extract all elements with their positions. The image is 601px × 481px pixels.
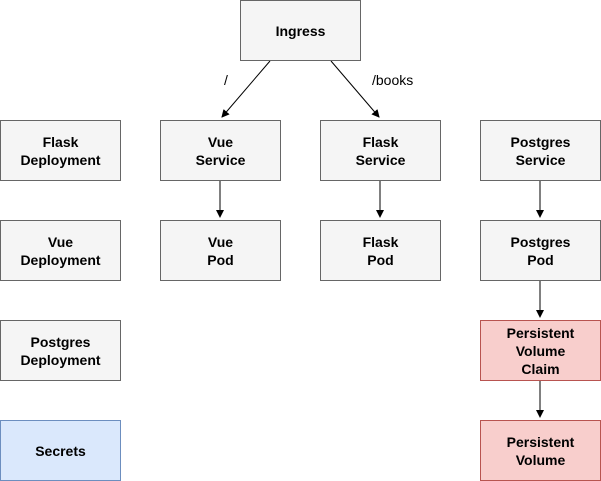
flask-deployment-node: Flask Deployment <box>0 120 121 181</box>
edge-label-books: /books <box>372 72 414 88</box>
flask-deployment-label: Flask Deployment <box>20 133 101 168</box>
edge-ingress-flask-service <box>330 60 380 118</box>
pvc-label: Persistent Volume Claim <box>506 324 575 377</box>
edge-ingress-vue-service <box>221 60 271 118</box>
vue-service-label: Vue Service <box>195 133 246 168</box>
flask-service-label: Flask Service <box>355 133 406 168</box>
postgres-pod-label: Postgres Pod <box>510 233 571 268</box>
vue-deployment-label: Vue Deployment <box>20 233 101 268</box>
secrets-label: Secrets <box>35 442 86 459</box>
vue-deployment-node: Vue Deployment <box>0 220 121 281</box>
flask-pod-label: Flask Pod <box>362 233 399 268</box>
flask-service-node: Flask Service <box>320 120 441 181</box>
vue-pod-label: Vue Pod <box>207 233 234 268</box>
postgres-service-node: Postgres Service <box>480 120 601 181</box>
pvc-node: Persistent Volume Claim <box>480 320 601 381</box>
postgres-pod-node: Postgres Pod <box>480 220 601 281</box>
ingress-label: Ingress <box>275 22 326 39</box>
postgres-deployment-node: Postgres Deployment <box>0 320 121 381</box>
postgres-service-label: Postgres Service <box>510 133 571 168</box>
secrets-node: Secrets <box>0 420 121 481</box>
pv-node: Persistent Volume <box>480 420 601 481</box>
vue-pod-node: Vue Pod <box>160 220 281 281</box>
pv-label: Persistent Volume <box>506 433 575 468</box>
postgres-deployment-label: Postgres Deployment <box>20 333 101 368</box>
ingress-node: Ingress <box>240 0 361 61</box>
flask-pod-node: Flask Pod <box>320 220 441 281</box>
vue-service-node: Vue Service <box>160 120 281 181</box>
edge-label-root: / <box>224 72 228 88</box>
